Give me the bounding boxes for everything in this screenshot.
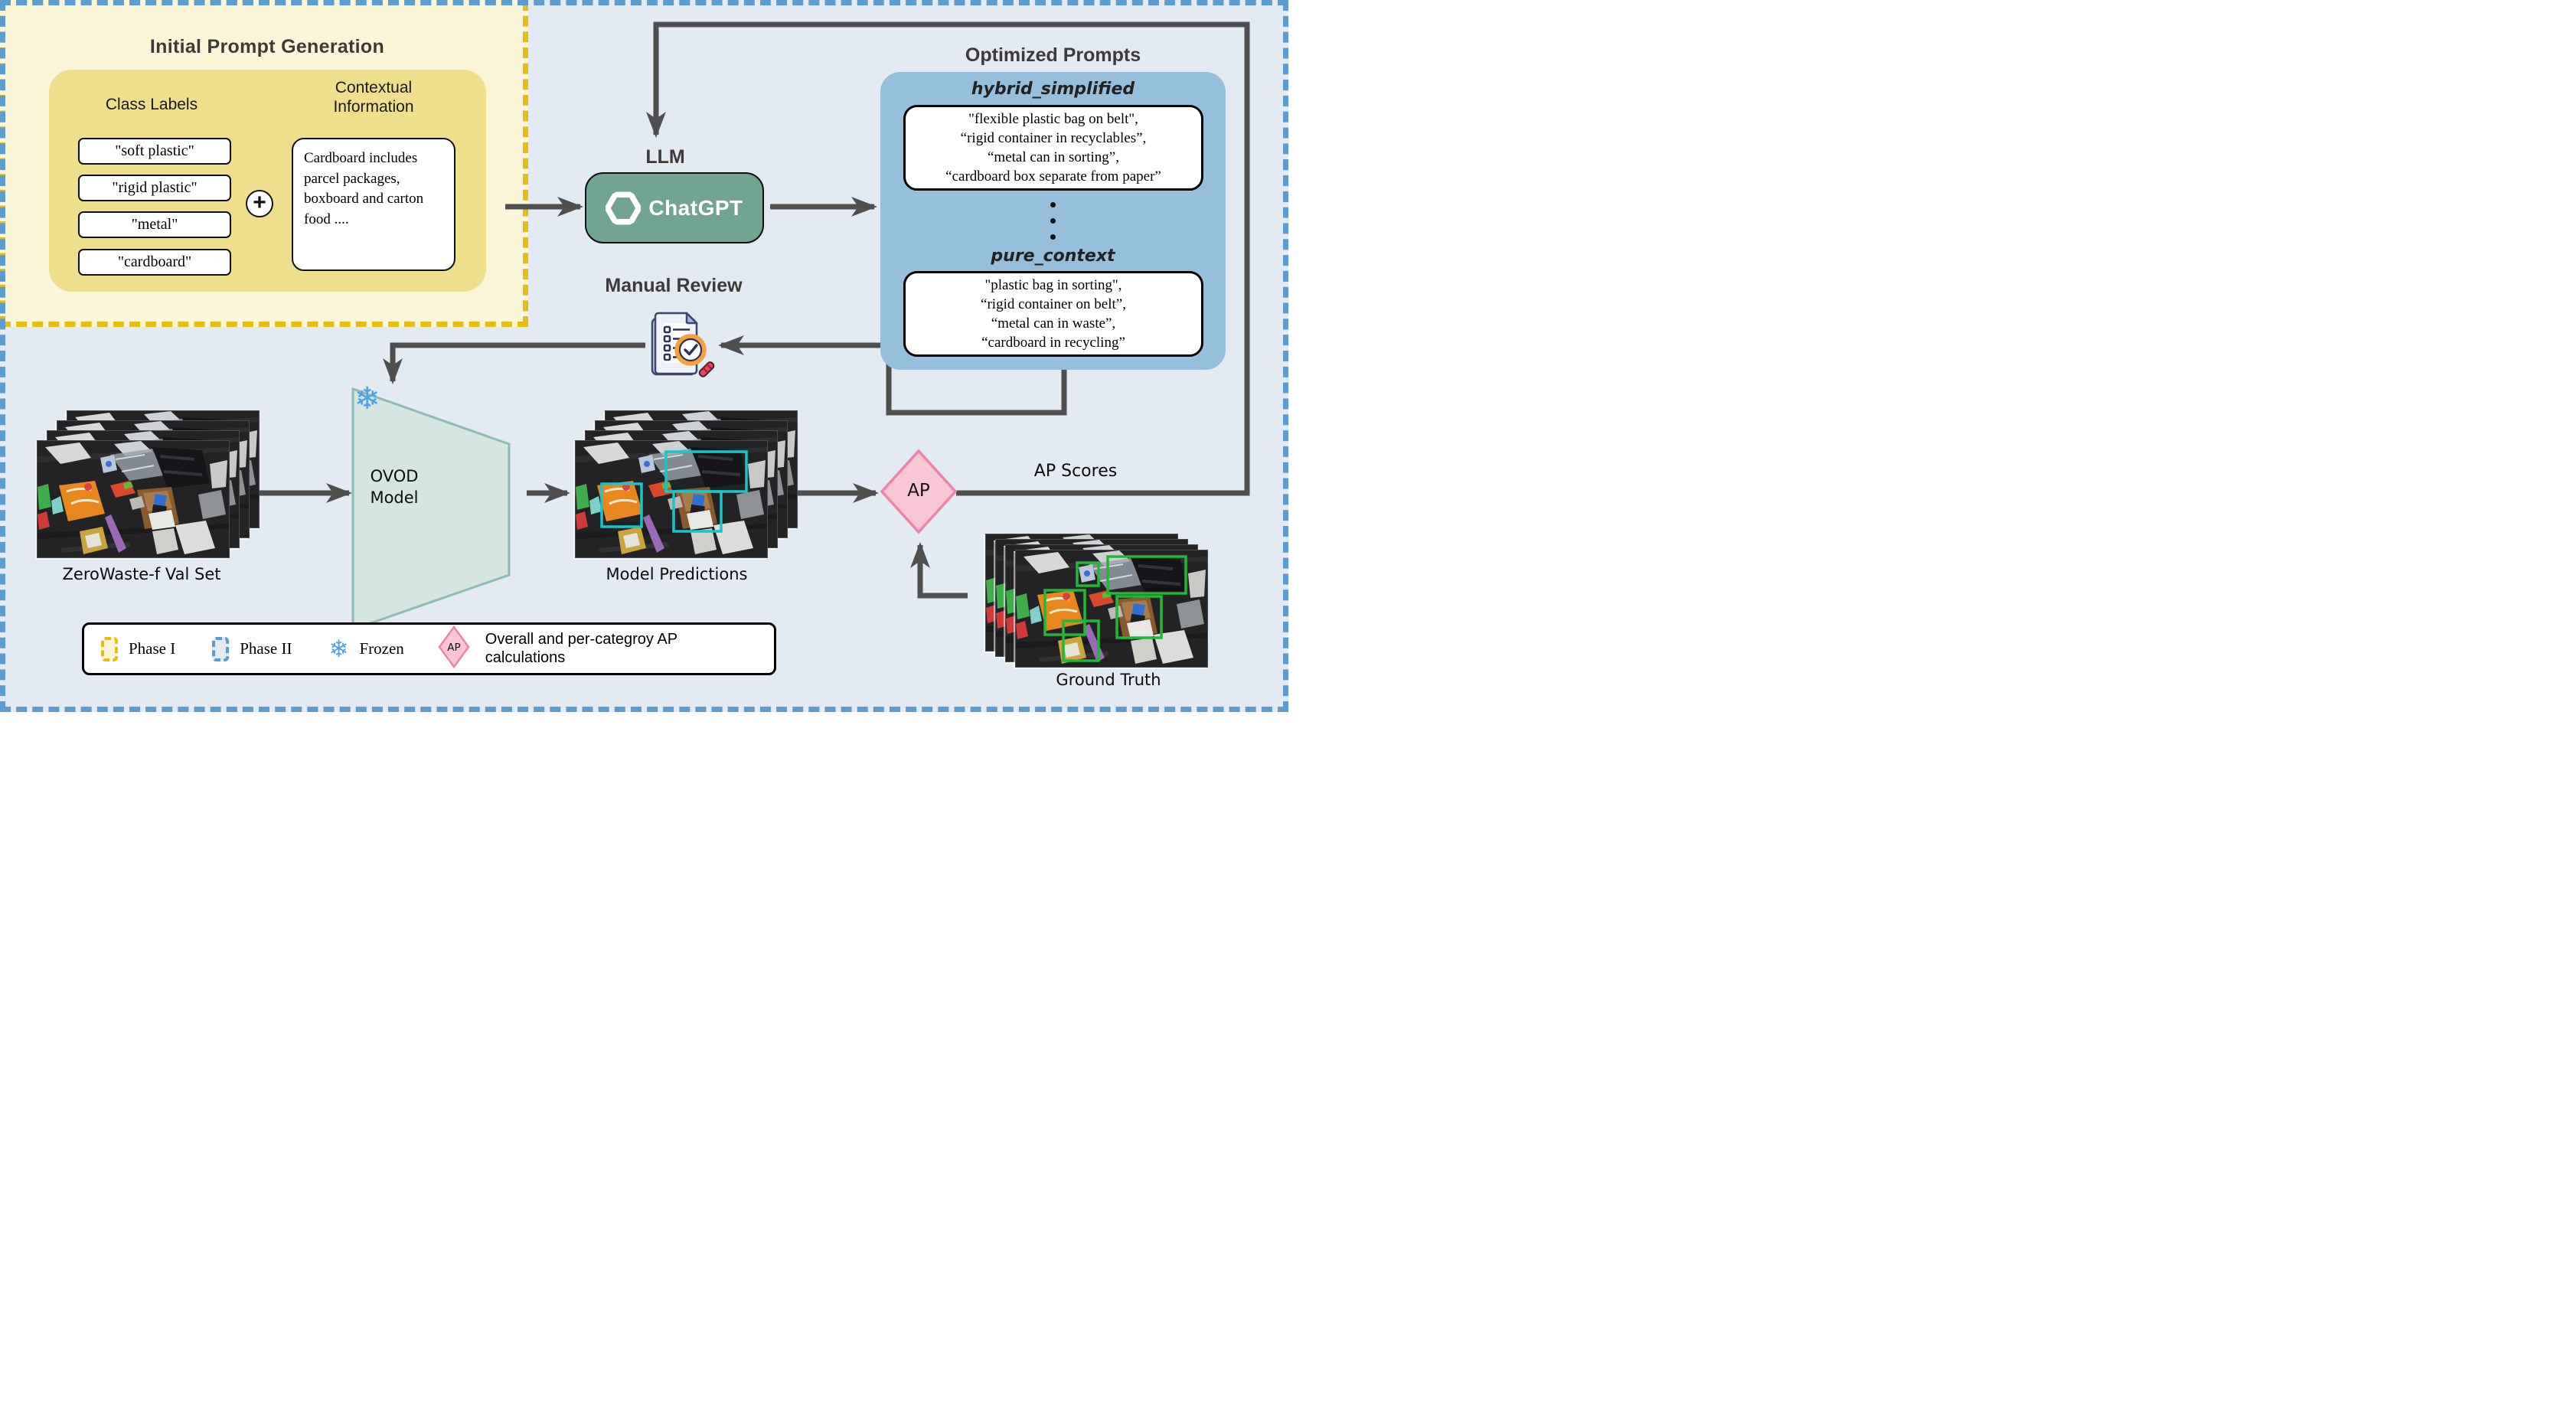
legend-phase2-swatch <box>212 636 230 661</box>
class-label-metal: "metal" <box>78 211 231 238</box>
ellipsis-dots <box>1050 202 1056 240</box>
class-label-cardboard: "cardboard" <box>78 249 231 276</box>
prompt-line: “cardboard in recycling” <box>981 335 1125 351</box>
legend-snowflake-icon: ❄ <box>328 635 349 663</box>
legend-phase1-label: Phase I <box>129 639 176 658</box>
legend: Phase I Phase II ❄ Frozen AP Overall and… <box>82 622 776 675</box>
legend-ap-diamond: AP <box>438 625 470 672</box>
prompt-line: “cardboard box separate from paper” <box>945 168 1161 185</box>
hybrid-simplified-title: hybrid_simplified <box>971 80 1135 99</box>
class-label-soft-plastic: "soft plastic" <box>78 138 231 165</box>
groundtruth-image-stack <box>984 533 1209 668</box>
review-document-icon <box>647 310 716 383</box>
frozen-snowflake-icon: ❄ <box>354 381 380 416</box>
arrow-groundtruth-to-ap <box>910 542 968 599</box>
optimized-prompts-panel: hybrid_simplified "flexible plastic bag … <box>880 72 1226 370</box>
ovod-model-shape <box>351 387 511 632</box>
prompt-line: “rigid container on belt”, <box>981 296 1126 312</box>
phase1-title: Initial Prompt Generation <box>149 36 385 57</box>
legend-ap-diamond-text: AP <box>447 642 460 654</box>
connector-overlay <box>253 21 1250 632</box>
optimized-prompts-heading: Optimized Prompts <box>965 44 1141 66</box>
contextual-info-heading: Contextual Information <box>333 79 414 116</box>
prompt-line: "plastic bag in sorting", <box>984 276 1122 293</box>
groundtruth-label: Ground Truth <box>1056 671 1161 689</box>
chatgpt-node: ChatGPT <box>585 172 764 243</box>
prompt-line: “metal can in sorting”, <box>988 149 1119 165</box>
arrow-review-to-ovod <box>383 342 645 384</box>
legend-frozen-label: Frozen <box>359 639 404 658</box>
openai-logo-icon <box>606 191 642 224</box>
plus-icon: + <box>246 190 273 217</box>
predictions-image-stack <box>574 410 798 559</box>
class-label-rigid-plastic: "rigid plastic" <box>78 175 231 201</box>
prompt-line: "flexible plastic bag on belt", <box>968 110 1138 127</box>
legend-phase1-swatch <box>101 636 118 661</box>
valset-image-stack <box>36 410 260 559</box>
predictions-label: Model Predictions <box>606 565 748 583</box>
arrow-apscores-feedback-to-llm <box>646 21 1250 496</box>
ap-diamond <box>880 449 958 534</box>
figure-canvas: Initial Prompt Generation Class Labels "… <box>0 0 1288 712</box>
prompt-line: “metal can in waste”, <box>991 315 1116 332</box>
hybrid-prompts-box: "flexible plastic bag on belt", “rigid c… <box>903 105 1203 191</box>
legend-ap-description: Overall and per-categroy AP calculations <box>485 630 677 666</box>
class-labels-heading: Class Labels <box>105 96 198 113</box>
arrow-prompts-to-review <box>718 335 1067 416</box>
ap-scores-label: AP Scores <box>1033 462 1118 481</box>
chatgpt-wordmark: ChatGPT <box>648 195 743 220</box>
ap-diamond-label: AP <box>907 481 930 501</box>
prompt-line: “rigid container in recyclables”, <box>960 129 1147 146</box>
valset-label: ZeroWaste-f Val Set <box>62 565 221 583</box>
ovod-model-label: OVOD Model <box>370 467 419 508</box>
manual-review-heading: Manual Review <box>605 275 743 296</box>
pure-context-prompts-box: "plastic bag in sorting", “rigid contain… <box>903 271 1203 357</box>
llm-heading: LLM <box>645 146 685 168</box>
legend-phase2-label: Phase II <box>240 639 292 658</box>
pure-context-title: pure_context <box>991 247 1115 266</box>
contextual-info-box: Cardboard includes parcel packages, boxb… <box>292 138 455 271</box>
